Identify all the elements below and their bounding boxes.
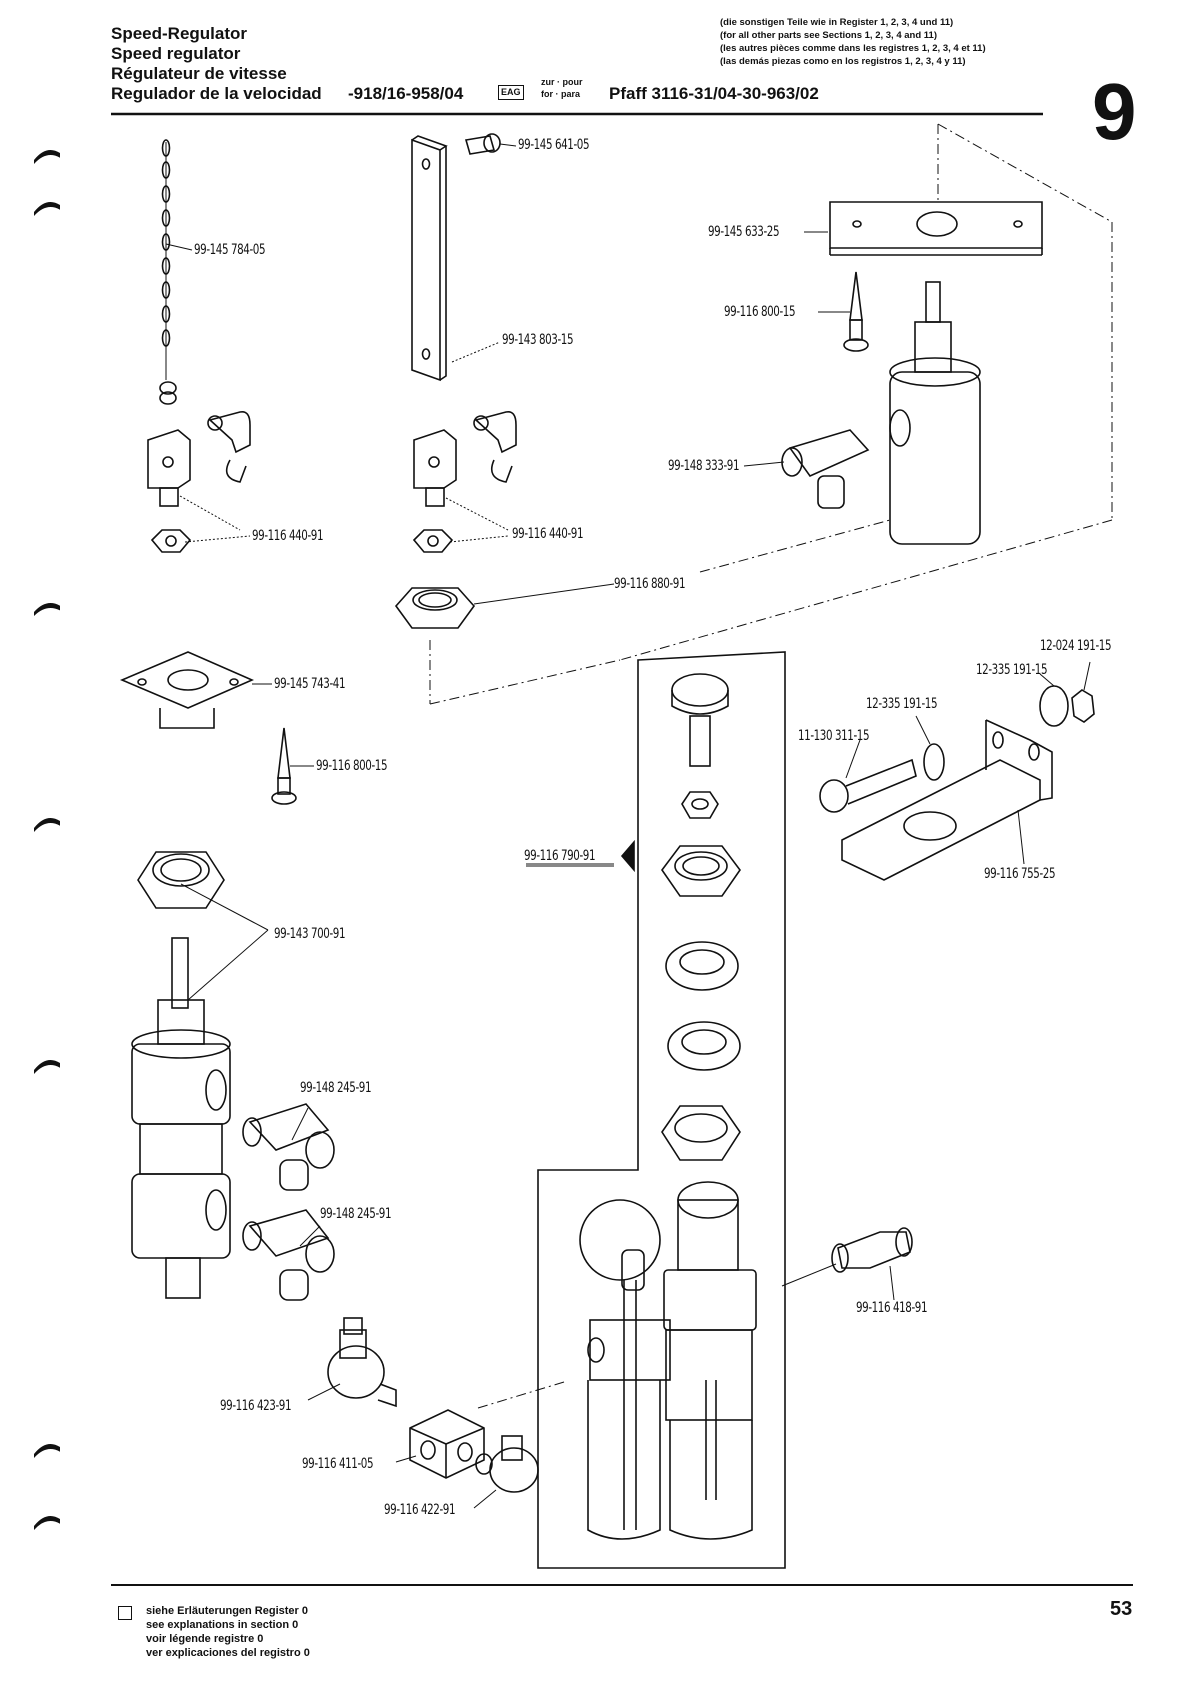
label-part-1: 99-145 641-05 <box>518 137 590 153</box>
label-part-6: 99-148 333-91 <box>668 458 740 474</box>
title-fr: Régulateur de vitesse <box>111 64 287 83</box>
kit-parts <box>579 673 757 1540</box>
note-en: (for all other parts see Sections 1, 2, … <box>720 30 937 41</box>
label-part-14: 99-145 743-41 <box>274 676 346 692</box>
note-de: (die sonstigen Teile wie in Register 1, … <box>720 17 954 28</box>
note-fr: (les autres pièces comme dans les regist… <box>720 43 986 54</box>
kit-frame <box>537 651 786 1569</box>
link-bar <box>411 135 448 382</box>
punch-marks <box>34 150 60 1530</box>
code-range: -918/16-958/04 <box>348 84 464 103</box>
label-part-13: 11-130 311-15 <box>798 728 870 744</box>
bracket-755 <box>841 719 1053 881</box>
screw-top <box>464 133 501 155</box>
footer-legend-de: siehe Erläuterungen Register 0 <box>146 1605 308 1617</box>
valve-423 <box>327 1317 397 1408</box>
label-part-10: 12-024 191-15 <box>1040 638 1112 654</box>
valve-422 <box>475 1435 539 1493</box>
nut-12024 <box>1071 689 1095 723</box>
flange-plate <box>119 651 254 729</box>
label-part-24: 99-116 422-91 <box>384 1502 456 1518</box>
for-para: for · para <box>541 89 581 99</box>
kit-arrow <box>620 839 635 873</box>
label-part-16: 99-116 790-91 <box>524 848 596 864</box>
label-part-15: 99-116 800-15 <box>316 758 388 774</box>
label-part-17: 99-116 755-25 <box>984 866 1056 882</box>
label-part-7: 99-116 440-91 <box>252 528 324 544</box>
block-411 <box>409 1409 485 1479</box>
cylinder-top-right <box>889 281 981 545</box>
clevis-left <box>147 410 251 553</box>
screw-311 <box>819 758 917 813</box>
note-es: (las demás piezas como en los registros … <box>720 56 966 67</box>
label-part-18: 99-143 700-91 <box>274 926 346 942</box>
fitting-333 <box>781 429 870 509</box>
label-part-3: 99-145 633-25 <box>708 224 780 240</box>
label-part-8: 99-116 440-91 <box>512 526 584 542</box>
title-en: Speed regulator <box>111 44 241 63</box>
label-part-22: 99-116 423-91 <box>220 1398 292 1414</box>
label-part-5: 99-143 803-15 <box>502 332 574 348</box>
nipple-418 <box>831 1227 913 1273</box>
bead-chain <box>159 139 177 405</box>
title-es: Regulador de la velocidad <box>111 84 322 103</box>
big-nut <box>394 587 476 629</box>
cylinder-left <box>131 937 231 1299</box>
footer-legend-fr: voir légende registre 0 <box>146 1633 264 1645</box>
title-de: Speed-Regulator <box>111 24 248 43</box>
footer-legend-en: see explanations in section 0 <box>146 1619 299 1631</box>
washer-12335-a <box>923 743 945 781</box>
legend-box-icon <box>118 1606 132 1620</box>
clevis-middle <box>412 410 517 553</box>
zur-pour: zur · pour <box>541 77 583 87</box>
label-part-23: 99-116 411-05 <box>302 1456 374 1472</box>
fitting-245-a <box>242 1103 335 1191</box>
footer-legend-es: ver explicaciones del registro 0 <box>146 1647 310 1659</box>
label-part-9: 99-116 880-91 <box>614 576 686 592</box>
eag-badge: EAG <box>498 85 524 100</box>
fitting-245-b <box>242 1209 335 1301</box>
wood-screw-middle <box>271 727 297 805</box>
section-number: 9 <box>1092 67 1137 156</box>
model-number: Pfaff 3116-31/04-30-963/02 <box>609 84 819 103</box>
wood-screw-right <box>843 271 869 352</box>
top-plate <box>829 201 1043 256</box>
label-part-4: 99-116 800-15 <box>724 304 796 320</box>
label-part-2: 99-145 784-05 <box>194 242 266 258</box>
label-part-21: 99-116 418-91 <box>856 1300 928 1316</box>
large-nut-left <box>137 851 225 909</box>
page-number: 53 <box>1110 1598 1133 1620</box>
label-part-19: 99-148 245-91 <box>300 1080 372 1096</box>
label-part-20: 99-148 245-91 <box>320 1206 392 1222</box>
label-part-11: 12-335 191-15 <box>976 662 1048 678</box>
washer-12335-b <box>1039 685 1069 727</box>
label-part-12: 12-335 191-15 <box>866 696 938 712</box>
